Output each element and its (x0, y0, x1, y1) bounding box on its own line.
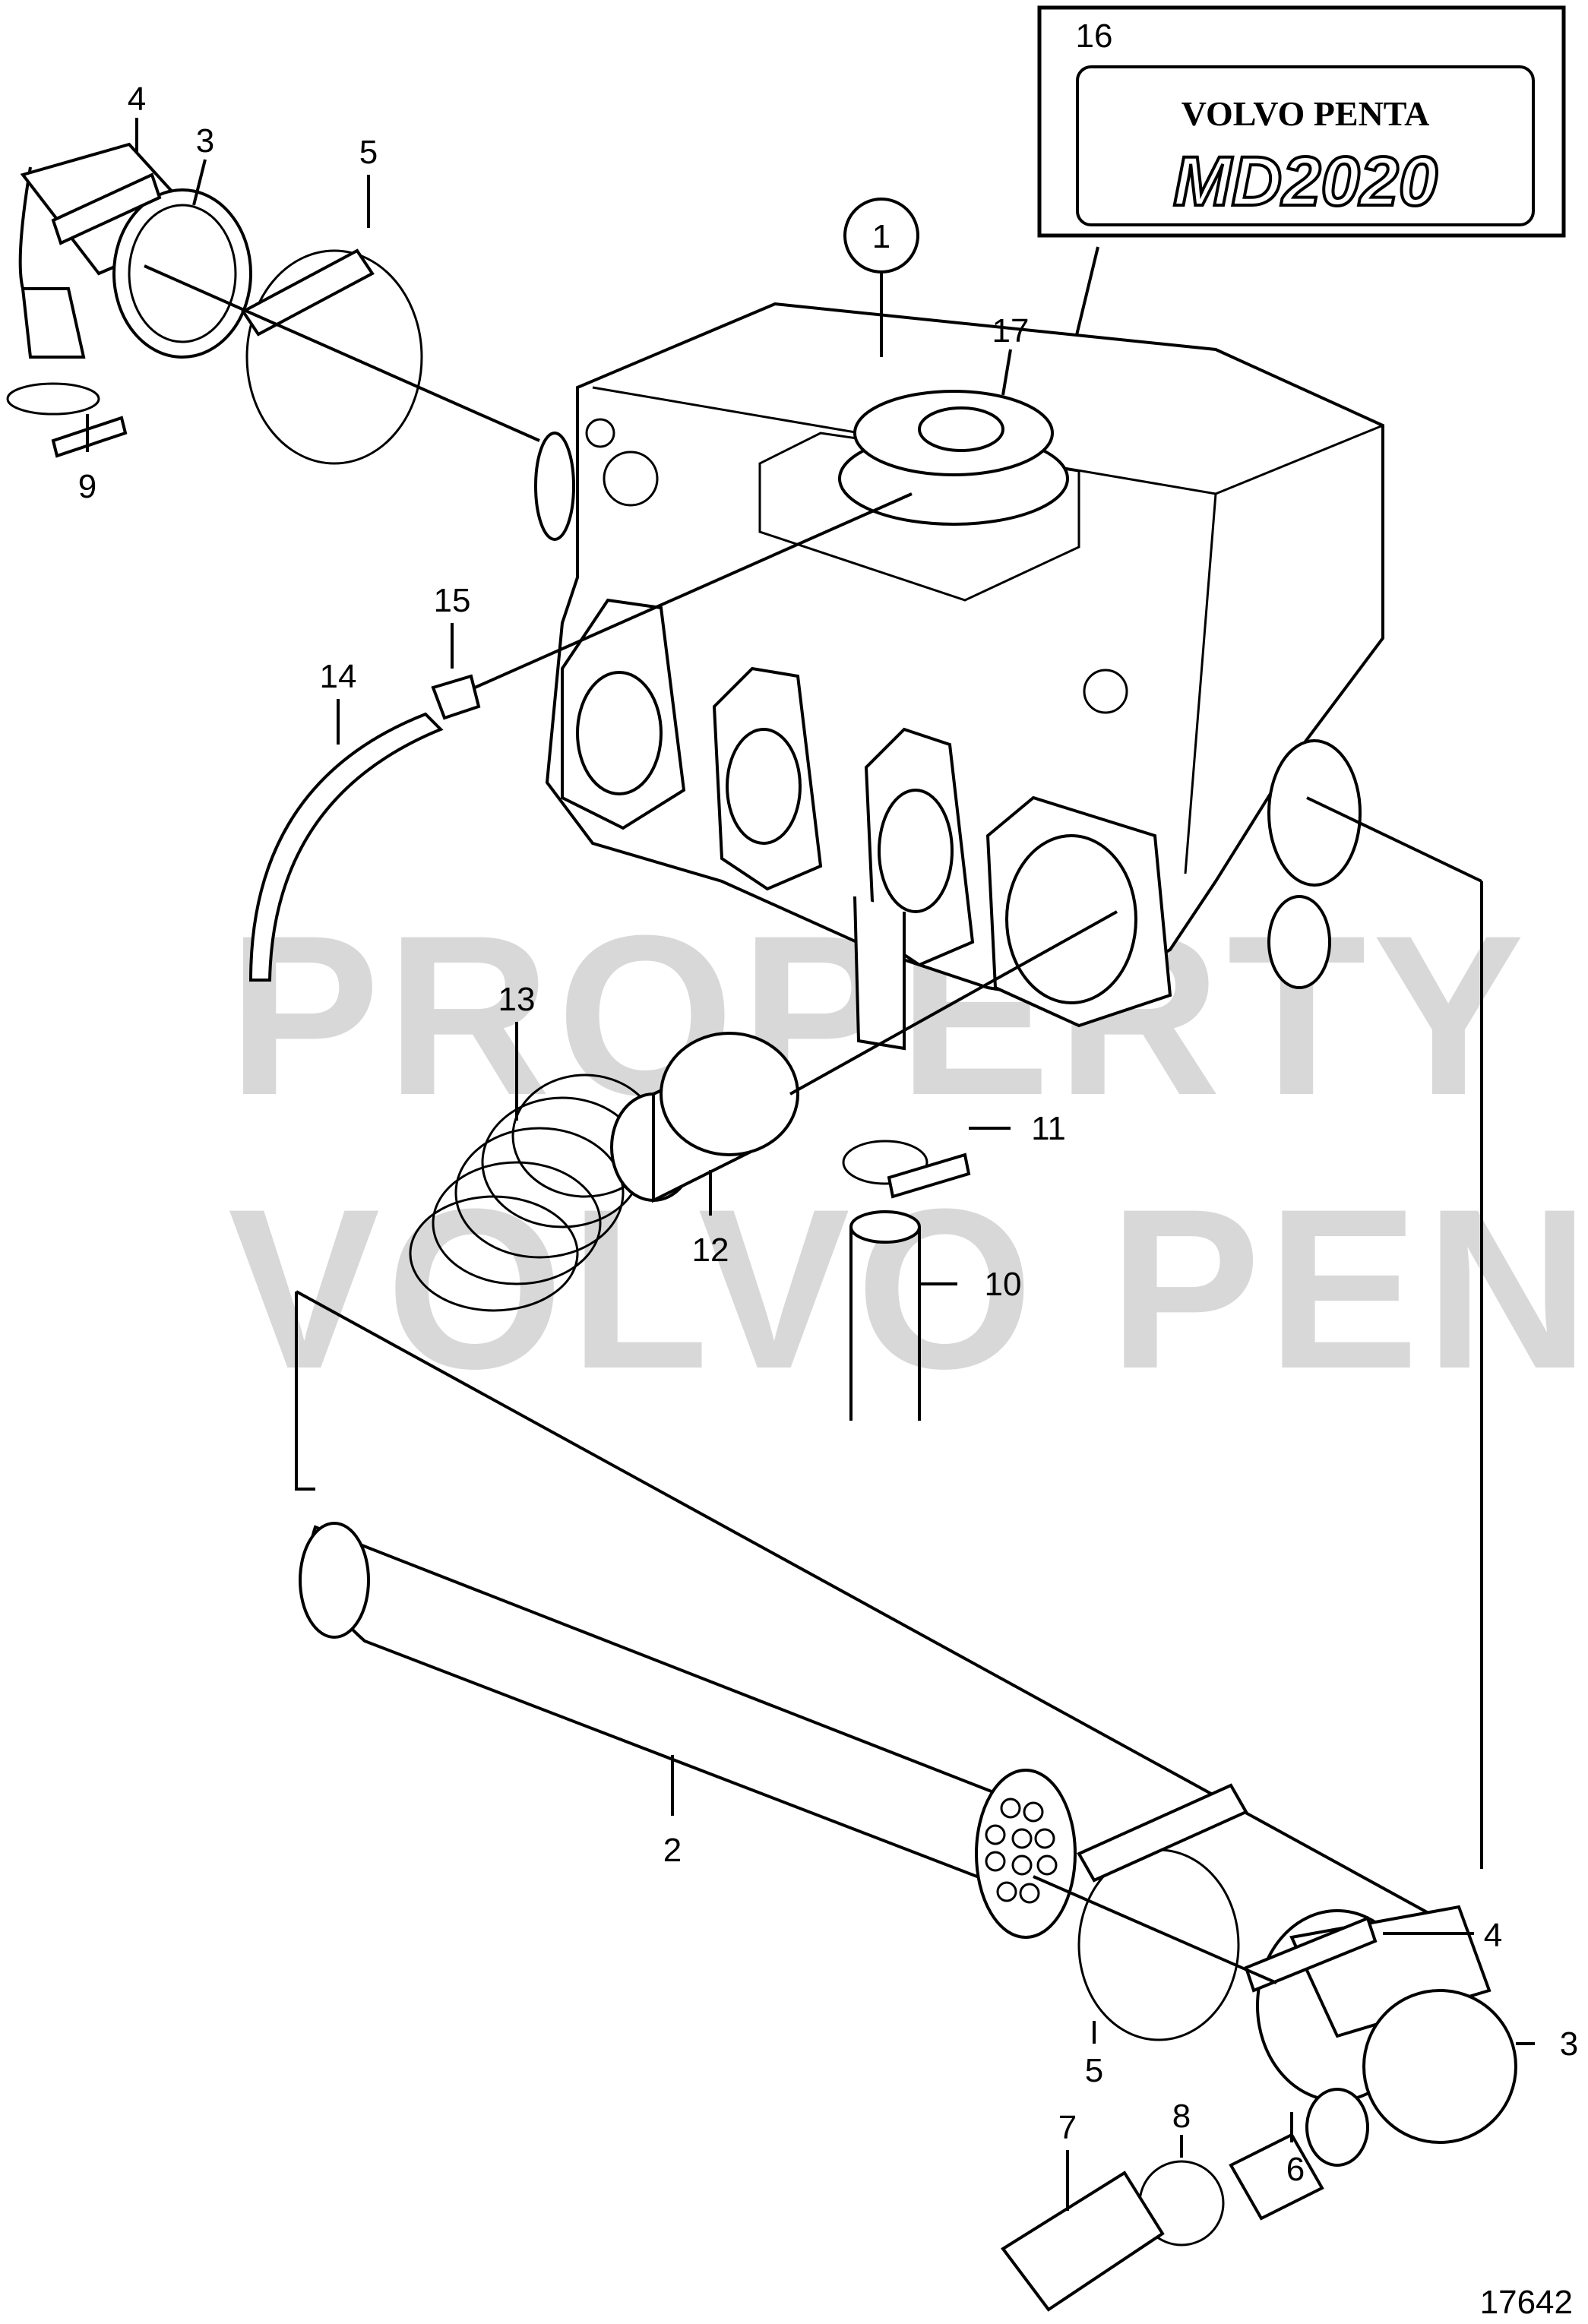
decal-brand-text: VOLVO PENTA (1182, 94, 1430, 133)
callout-11: 11 (1031, 1110, 1066, 1147)
elbow-lower-right (1001, 796, 1517, 2312)
callout-10: 10 (985, 1266, 1022, 1303)
figure-number: 17642 (1480, 2284, 1573, 2321)
callout-leaders (86, 118, 1535, 2211)
callout-13: 13 (498, 981, 536, 1018)
callout-5-lower: 5 (1085, 2052, 1103, 2089)
callout-9: 9 (78, 468, 96, 505)
elbow-upper-left-opening (112, 188, 252, 359)
callout-numbers: 1 2 3 3 4 4 5 5 6 7 8 9 10 11 12 13 14 1… (78, 17, 1578, 2188)
decal-box: VOLVO PENTA MD2020 (1033, 5, 1566, 410)
callout-3-upper: 3 (196, 122, 214, 160)
callout-12: 12 (692, 1232, 729, 1269)
hose-7 (1001, 2171, 1165, 2312)
watermark: PROPERTY OF VOLVO PENTA (228, 887, 1588, 1416)
clamp-11 (842, 1140, 928, 1185)
decal-model-text: MD2020 (1173, 143, 1438, 220)
callout-3-lower: 3 (1560, 2025, 1578, 2063)
callout-2: 2 (663, 1832, 682, 1869)
callout-4-lower: 4 (1484, 1917, 1502, 1954)
clamp-9 (6, 382, 100, 416)
hose-10 (842, 1140, 971, 1421)
clamp-4-lower (1244, 1916, 1378, 1993)
thermostat-12 (610, 910, 1118, 1203)
callout-4-upper: 4 (128, 81, 146, 118)
callout-5-upper: 5 (359, 134, 378, 171)
manifold-housing (534, 302, 1384, 1051)
watermark-line-2: VOLVO PENTA (228, 1161, 1588, 1416)
callout-7: 7 (1058, 2109, 1077, 2146)
clamp-5-lower (1077, 1848, 1240, 2041)
callout-8: 8 (1172, 2098, 1191, 2135)
callout-6: 6 (1286, 2151, 1305, 2188)
callout-1: 1 (872, 218, 890, 255)
callout-16: 16 (1076, 17, 1113, 55)
elbow-upper-left (6, 142, 540, 465)
callout-15: 15 (434, 582, 471, 619)
clip-15 (431, 674, 481, 720)
hose-6 (1229, 2133, 1324, 2221)
callout-14: 14 (320, 658, 357, 695)
clamp-4-upper (51, 172, 162, 245)
tube-insert-2 (295, 1290, 1460, 1939)
hose-14 (248, 492, 913, 982)
callout-17: 17 (992, 312, 1030, 349)
clamp-5-upper (245, 249, 423, 465)
